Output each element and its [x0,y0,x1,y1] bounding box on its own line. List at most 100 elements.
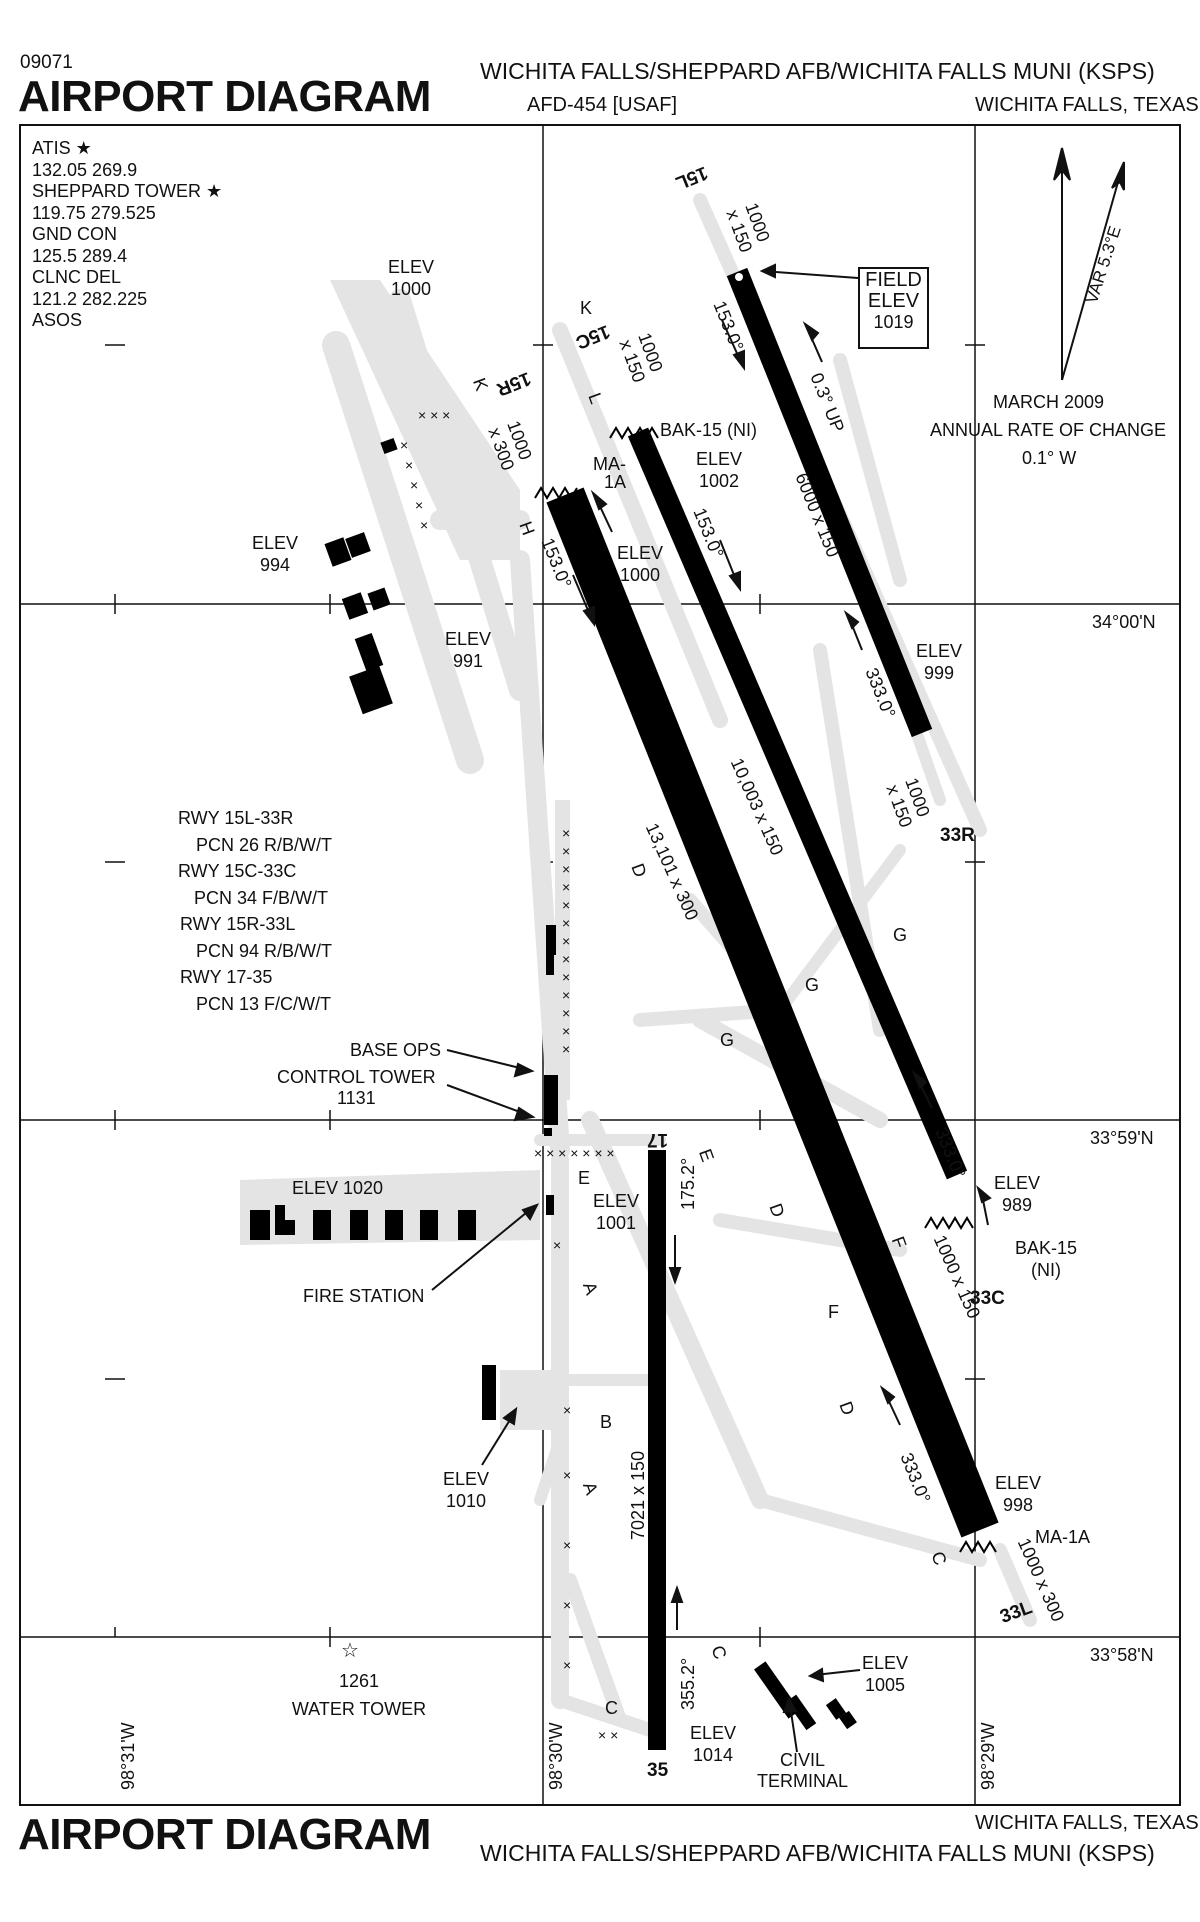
ma1a-label: MA-1A [593,455,626,491]
svg-text:× × ×: × × × [418,407,450,423]
elev-text: ELEV [617,543,664,563]
pcn-rwy-15c: RWY 15C-33C [178,861,297,881]
closed-markings: × × × ××××× ××××××××××××× × × × × × × × … [400,407,618,1743]
longitude-98-30: 98°30'W [546,1722,566,1790]
field-elev-label: FIELD ELEV 1019 [859,270,928,333]
elev-value: 1014 [692,1745,734,1765]
svg-text:×: × [405,457,413,473]
runway-15l-33r [726,267,933,738]
elev-text: ELEV [443,1469,490,1489]
runway-dimension: 7021 x 150 [628,1450,648,1540]
svg-text:×: × [553,1237,561,1253]
elev-value: 1001 [595,1213,637,1233]
taxiway-label: K [580,298,593,318]
runway-heading: 175.2° [678,1157,698,1210]
freq-tower: SHEPPARD TOWER ★ [32,181,223,201]
base-ops-label: BASE OPS [350,1040,442,1060]
elev-text: ELEV [690,1723,737,1743]
pcn-rwy-17: RWY 17-35 [180,967,273,987]
bak15-text: BAK-15 [1015,1238,1078,1258]
diagram-frame [19,124,1181,1806]
elev-text: ELEV [388,257,435,277]
longitude-98-29: 98°29'W [978,1722,998,1790]
svg-text:×: × [562,861,570,877]
runway-heading: 355.2° [678,1657,698,1710]
fire-station-label: FIRE STATION [303,1286,425,1306]
latitude-33-59: 33°59'N [1090,1128,1154,1148]
taxiway-label: C [605,1698,618,1718]
svg-text:×: × [563,1537,571,1553]
footer-title: AIRPORT DIAGRAM [18,1810,431,1859]
elev-label: ELEV 1020 [292,1178,384,1198]
ma1a-line2: 1A [603,472,626,492]
city-state: WICHITA FALLS, TEXAS [975,94,1199,116]
svg-text:×: × [562,1005,570,1021]
elev-value: 1000 [390,279,432,299]
taxiway-label: F [828,1302,839,1322]
latitude-33-58: 33°58'N [1090,1645,1154,1665]
elev-value: 994 [259,555,291,575]
taxiway-label: G [720,1030,735,1050]
freq-atis-values: 132.05 269.9 [32,159,138,180]
field-elev-line2: ELEV [867,290,920,312]
svg-text:×: × [562,843,570,859]
bak15-ni: (NI) [1031,1260,1062,1280]
pcn-rwy-15l: RWY 15L-33R [178,808,294,828]
svg-text:×: × [562,933,570,949]
footer-city: WICHITA FALLS, TEXAS [975,1812,1199,1834]
taxiway-label: G [893,925,908,945]
svg-text:×: × [562,987,570,1003]
elev-text: ELEV [252,533,299,553]
afd-reference: AFD-454 [USAF] [527,94,678,116]
svg-text:×: × [562,1041,570,1057]
direction-arrows [572,319,992,1630]
water-tower-text: WATER TOWER [291,1699,427,1719]
runway-number: 33C [970,1288,1005,1309]
water-tower-elev: 1261 [338,1671,380,1691]
bak15-label: BAK-15 (NI) [660,420,758,440]
freq-atis: ATIS ★ [32,138,92,158]
svg-text:×: × [562,897,570,913]
airport-name: WICHITA FALLS/SHEPPARD AFB/WICHITA FALLS… [480,58,1155,84]
svg-text:×: × [562,951,570,967]
footer-airport-name: WICHITA FALLS/SHEPPARD AFB/WICHITA FALLS… [480,1840,1155,1866]
elev-value: 1005 [864,1675,906,1695]
freq-clnc-values: 121.2 282.225 [32,288,148,309]
field-elev-box [858,267,929,349]
pcn-value-17: PCN 13 F/C/W/T [196,993,332,1014]
svg-text:×: × [562,1023,570,1039]
var-rate-label: ANNUAL RATE OF CHANGE [930,420,1167,440]
control-tower-elev: 1131 [336,1088,376,1108]
elev-text: ELEV [862,1653,909,1673]
var-rate: 0.1° W [1022,448,1077,468]
svg-text:× × × × × × ×: × × × × × × × [534,1145,615,1161]
arresting-gear [534,426,997,1554]
control-tower-text: CONTROL TOWER [277,1067,436,1087]
pcn-value-15r: PCN 94 R/B/W/T [196,940,333,961]
latitude-34-00: 34°00'N [1092,612,1156,632]
freq-tower-values: 119.75 279.525 [32,202,156,223]
svg-text:×: × [563,1597,571,1613]
north-arrow [1053,147,1125,381]
runway-15c-33c [627,427,968,1180]
elev-value: 1010 [445,1491,487,1511]
taxiway-label: E [578,1168,591,1188]
freq-asos: ASOS [32,310,83,330]
civil-terminal-line1: CIVIL [779,1750,826,1770]
svg-text:×: × [562,969,570,985]
svg-text:×: × [563,1657,571,1673]
elev-text: ELEV [994,1173,1041,1193]
page-title: AIRPORT DIAGRAM [18,72,431,121]
